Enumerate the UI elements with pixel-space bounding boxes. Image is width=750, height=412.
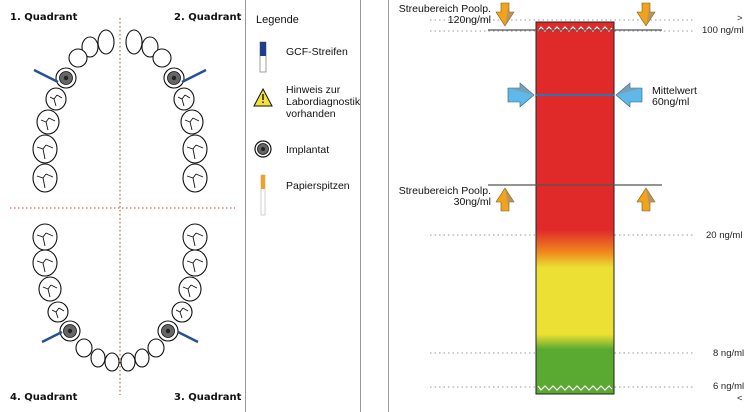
panel-divider-left bbox=[245, 0, 246, 412]
quadrant-4-label: 4. Quadrant bbox=[10, 392, 78, 403]
mean-arrow-left bbox=[507, 82, 535, 108]
tick-label-100: 100 ng/ml bbox=[702, 25, 744, 36]
gcf-strip-marker bbox=[41, 330, 63, 344]
implant-tooth-icon bbox=[55, 67, 77, 89]
implant-tooth-icon bbox=[59, 320, 81, 342]
legend-item-implant-label: Implantat bbox=[286, 144, 330, 156]
tooth-icon bbox=[152, 48, 172, 68]
dental-chart bbox=[10, 18, 235, 395]
tooth-icon bbox=[104, 352, 120, 372]
tooth-icon bbox=[178, 276, 202, 302]
tooth-icon bbox=[173, 87, 195, 111]
lower-range-label: Streubereich Poolp. 30ng/ml bbox=[398, 185, 491, 208]
tick-label-20: 20 ng/ml bbox=[706, 230, 743, 241]
gcf-strip-icon bbox=[259, 41, 267, 73]
upper-range-label: Streubereich Poolp. 120ng/ml bbox=[398, 3, 491, 26]
lower-range-arrow-left bbox=[495, 187, 515, 212]
tooth-icon bbox=[171, 301, 193, 323]
tick-label-8: 8 ng/ml bbox=[713, 348, 745, 359]
gcf-strip-marker bbox=[177, 330, 199, 344]
tooth-icon bbox=[147, 338, 165, 358]
tick-label-gt: > bbox=[737, 13, 743, 24]
quadrant-1-label: 1. Quadrant bbox=[10, 12, 78, 23]
tooth-icon bbox=[182, 249, 208, 277]
tick-label-6: 6 ng/ml bbox=[713, 381, 745, 392]
tooth-icon bbox=[68, 48, 88, 68]
tooth-icon bbox=[38, 276, 62, 302]
tooth-icon bbox=[45, 87, 67, 111]
upper-range-arrow-right bbox=[636, 2, 656, 27]
scale-zigzag-bottom bbox=[537, 385, 613, 391]
mean-label: Mittelwert 60ng/ml bbox=[652, 85, 697, 108]
legend-title: Legende bbox=[256, 14, 299, 26]
tooth-icon bbox=[47, 301, 69, 323]
tooth-icon bbox=[141, 36, 159, 58]
panel-divider-right bbox=[360, 0, 361, 412]
implant-tooth-icon bbox=[163, 67, 185, 89]
tooth-icon bbox=[75, 338, 93, 358]
tooth-icon bbox=[32, 163, 58, 193]
tooth-icon bbox=[32, 223, 58, 251]
tooth-icon bbox=[134, 348, 150, 368]
tooth-icon bbox=[182, 223, 208, 251]
panel-divider-scale bbox=[388, 0, 389, 412]
tooth-icon bbox=[32, 134, 58, 164]
tooth-icon bbox=[90, 348, 106, 368]
tooth-icon bbox=[125, 29, 143, 55]
legend-item-warning-label: Hinweis zur Labordiagnostik vorhanden bbox=[286, 84, 361, 120]
mean-arrow-right bbox=[615, 82, 643, 108]
upper-range-arrow-left bbox=[495, 2, 515, 27]
tick-label-lt: < bbox=[737, 393, 743, 404]
tooth-icon bbox=[182, 163, 208, 193]
quadrant-2-label: 2. Quadrant bbox=[174, 12, 242, 23]
tooth-icon bbox=[97, 29, 115, 55]
legend-item-gcf-label: GCF-Streifen bbox=[286, 46, 348, 58]
tooth-icon bbox=[180, 109, 204, 135]
scale-bar bbox=[535, 21, 615, 395]
legend-item-paperpoint-label: Papierspitzen bbox=[286, 180, 350, 192]
gcf-strip-marker bbox=[181, 68, 207, 84]
warning-triangle-icon bbox=[253, 87, 273, 107]
tooth-icon bbox=[32, 249, 58, 277]
tooth-icon bbox=[81, 36, 99, 58]
tooth-icon bbox=[182, 134, 208, 164]
tooth-icon bbox=[120, 352, 136, 372]
lower-range-arrow-right bbox=[636, 187, 656, 212]
paper-point-icon bbox=[260, 174, 266, 216]
quadrant-3-label: 3. Quadrant bbox=[174, 392, 242, 403]
tooth-icon bbox=[36, 109, 60, 135]
implant-tooth-icon bbox=[157, 320, 179, 342]
gcf-strip-marker bbox=[33, 68, 59, 84]
implant-icon bbox=[254, 140, 272, 158]
